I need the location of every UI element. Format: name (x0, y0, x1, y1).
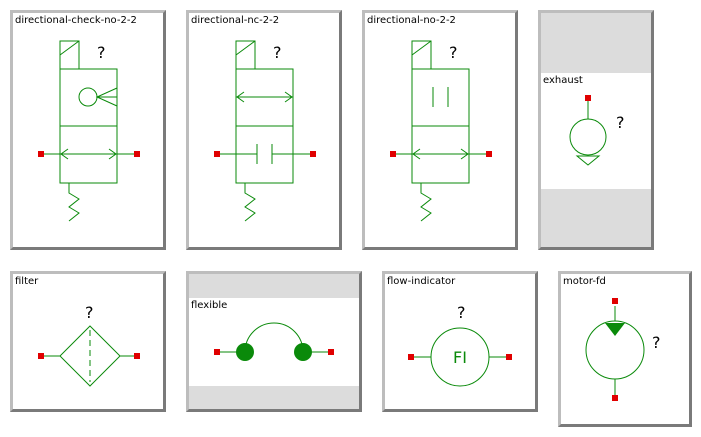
unknown-mark: ? (457, 303, 466, 322)
port-left[interactable] (408, 354, 414, 360)
port-top[interactable] (585, 95, 591, 101)
port-left[interactable] (390, 151, 396, 157)
flexible-hose-icon (189, 298, 359, 386)
symbol-label: directional-no-2-2 (367, 15, 456, 26)
symbol-label: exhaust (543, 75, 583, 86)
symbol-tile-filter[interactable]: ? filter (10, 271, 166, 412)
port-right[interactable] (506, 354, 512, 360)
unknown-mark: ? (616, 113, 625, 132)
unknown-mark: ? (449, 43, 458, 62)
symbol-tile-flexible[interactable]: flexible (186, 271, 362, 412)
directional-check-valve-icon: ? (38, 40, 140, 222)
flow-indicator-icon: FI ? (408, 303, 512, 387)
unknown-mark: ? (97, 43, 106, 62)
port-right[interactable] (134, 151, 140, 157)
directional-nc-valve-icon: ? (214, 40, 316, 222)
port-right[interactable] (328, 349, 334, 355)
symbol-label: motor-fd (563, 276, 606, 287)
symbol-tile-motor-fd[interactable]: ? motor-fd (558, 271, 692, 427)
symbol-tile-exhaust[interactable]: ? exhaust (538, 10, 654, 250)
symbol-tile-directional-nc-2-2[interactable]: ? directional-nc-2-2 (186, 10, 342, 250)
exhaust-icon: ? (541, 73, 651, 189)
symbol-label: flexible (191, 300, 228, 311)
directional-no-valve-icon: ? (390, 40, 492, 222)
symbol-label: filter (15, 276, 39, 287)
fi-text: FI (453, 348, 467, 367)
port-bottom[interactable] (612, 395, 618, 401)
filter-icon: ? (38, 303, 140, 387)
symbol-tile-directional-check-no-2-2[interactable]: ? directional-check-no-2-2 (10, 10, 166, 250)
port-left[interactable] (214, 349, 220, 355)
port-right[interactable] (486, 151, 492, 157)
symbol-tile-directional-no-2-2[interactable]: ? directional-no-2-2 (362, 10, 518, 250)
symbol-tile-flow-indicator[interactable]: FI ? flow-indicator (382, 271, 538, 412)
port-left[interactable] (214, 151, 220, 157)
unknown-mark: ? (273, 43, 282, 62)
port-right[interactable] (134, 353, 140, 359)
unknown-mark: ? (652, 333, 661, 352)
port-left[interactable] (38, 151, 44, 157)
port-top[interactable] (612, 298, 618, 304)
unknown-mark: ? (85, 303, 94, 322)
port-right[interactable] (310, 151, 316, 157)
symbol-label: directional-nc-2-2 (191, 15, 280, 26)
motor-fd-icon: ? (585, 298, 661, 401)
symbol-label: directional-check-no-2-2 (15, 15, 137, 26)
symbol-label: flow-indicator (387, 276, 456, 287)
port-left[interactable] (38, 353, 44, 359)
